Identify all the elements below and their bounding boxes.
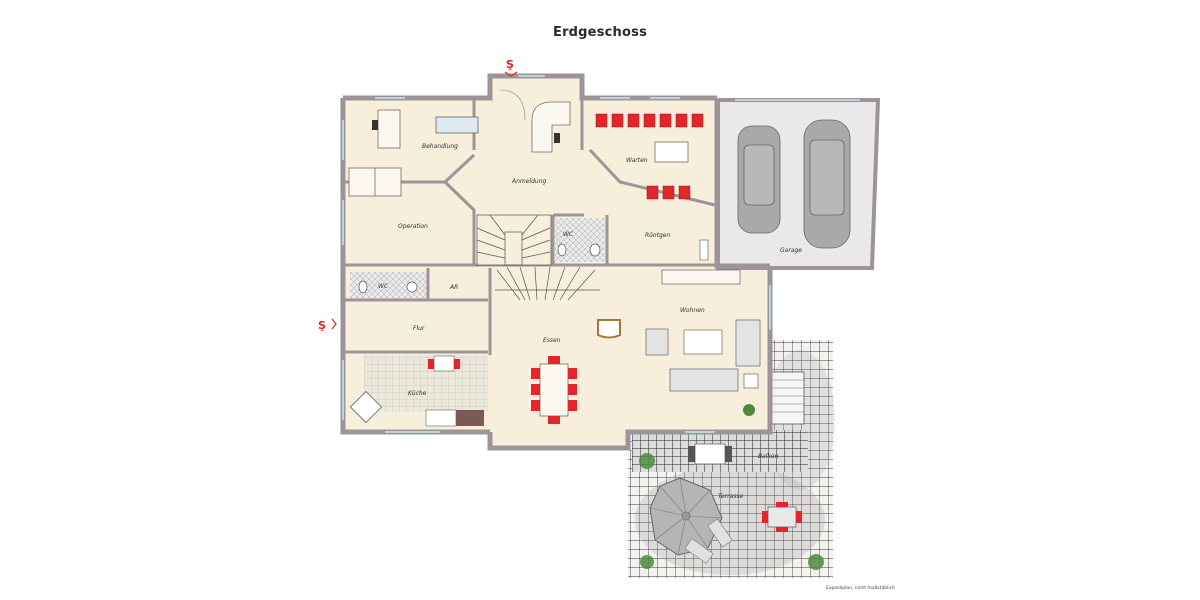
room-label-wc: WC xyxy=(563,231,574,238)
room-label-rontgen: Röntgen xyxy=(645,232,670,239)
room-label-balkon: Balkon xyxy=(758,453,779,460)
plant-icon xyxy=(639,453,824,570)
rontgen-equipment xyxy=(699,239,709,261)
waiting-chairs xyxy=(595,113,704,200)
windows xyxy=(342,75,860,433)
kuche-floor xyxy=(364,355,488,412)
fireplace-icon xyxy=(597,319,621,339)
car-icon xyxy=(737,119,851,249)
room-label-essen: Essen xyxy=(543,337,561,344)
dining-table xyxy=(531,356,577,424)
room-label-terrasse: Terrasse xyxy=(718,493,743,500)
room-label-behandlung: Behandlung xyxy=(422,143,458,150)
waiting-table xyxy=(654,141,689,163)
room-label-warten: Warten xyxy=(626,157,648,164)
arrow-right-icon xyxy=(331,318,337,330)
balkon-area xyxy=(632,430,808,472)
room-label-operation: Operation xyxy=(398,223,428,230)
room-label-wohnen: Wohnen xyxy=(680,307,705,314)
stairs xyxy=(476,214,600,301)
plant-icon xyxy=(743,404,755,416)
anmeldung-counter xyxy=(499,89,571,153)
room-label-anmeldung: Anmeldung xyxy=(511,178,547,185)
behandlung-furniture xyxy=(348,109,479,197)
footnote: Exposéplan, nicht maßstäblich xyxy=(826,586,895,591)
sparkasse-logo-icon: Ş xyxy=(318,319,326,332)
terrace-table-icon xyxy=(762,502,802,532)
arrow-down-icon xyxy=(504,71,518,77)
room-label-abstellraum: AR xyxy=(449,284,458,291)
floor-plan-title: Erdgeschoss xyxy=(552,25,648,40)
room-label-wc2: WC xyxy=(378,283,389,290)
toilet-icon xyxy=(358,243,601,294)
side-entrance-marker: Ş xyxy=(318,318,337,332)
room-label-flur: Flur xyxy=(413,325,425,332)
room-label-kuche: Küche xyxy=(408,390,427,397)
kitchen-furniture xyxy=(349,355,484,427)
living-furniture xyxy=(645,269,761,392)
room-label-garage: Garage xyxy=(780,247,802,254)
main-entrance-marker: Ş xyxy=(504,58,518,77)
parasol-icon xyxy=(649,477,733,564)
sparkasse-logo-icon: Ş xyxy=(506,58,514,71)
